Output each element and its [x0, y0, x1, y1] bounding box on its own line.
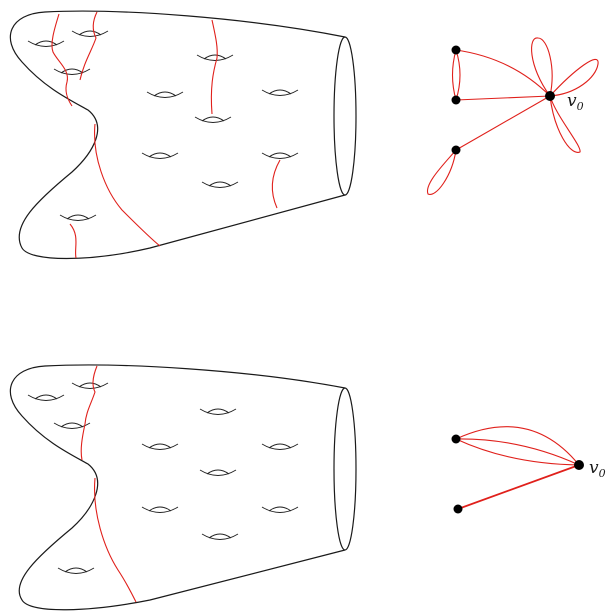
graph-vertex [451, 45, 461, 55]
graph-edge [455, 438, 580, 466]
handle-icon [194, 116, 232, 123]
handle-icon [141, 443, 179, 450]
graph-edge [455, 49, 551, 97]
vertex-label-sub: 0 [599, 467, 606, 480]
bottom-boundary-circle [333, 387, 357, 551]
graph-edge [455, 438, 580, 466]
bottom-curve-1 [80, 365, 98, 461]
graph-edge [455, 426, 580, 466]
handle-icon [27, 394, 65, 401]
graph-edge [451, 49, 457, 101]
top-graph: v0 [427, 37, 599, 195]
graph-loop [549, 58, 599, 97]
handle-icon [57, 567, 95, 574]
top-surface-outline [9, 10, 346, 260]
top-boundary-circle [333, 36, 357, 196]
graph-loop [531, 37, 553, 97]
vertex-label-sub: 0 [577, 100, 584, 113]
handle-icon [261, 506, 299, 513]
bottom-surface-outline [9, 364, 346, 611]
graph-edge [457, 464, 580, 510]
handle-icon [199, 408, 237, 415]
graph-edge [455, 95, 551, 151]
vertex-label-v: v [589, 458, 599, 478]
graph-vertex-v0 [545, 91, 555, 101]
graph-vertex-v0 [574, 460, 584, 470]
graph-vertex [451, 95, 461, 105]
handle-icon [196, 54, 234, 61]
handle-icon [146, 91, 184, 98]
graph-vertex [451, 145, 461, 155]
handle-icon [201, 533, 239, 540]
handle-icon [27, 40, 65, 47]
graph-loop [549, 95, 581, 153]
top-curve-4 [210, 19, 218, 115]
top-curve-2 [79, 11, 98, 81]
graph-edge [455, 95, 551, 101]
handle-icon [53, 68, 91, 75]
handle-icon [201, 181, 239, 188]
handle-icon [261, 152, 299, 159]
handle-icon [141, 152, 179, 159]
svg-text:v0: v0 [567, 91, 584, 113]
graph-vertex [453, 504, 463, 514]
bottom-graph: v0 [451, 426, 606, 514]
top-curve-3 [94, 123, 161, 247]
top-curve-5 [69, 223, 77, 259]
bottom-surface-panel: v0 [9, 364, 606, 611]
handle-icon [141, 506, 179, 513]
handle-icon [59, 214, 97, 221]
svg-text:v0: v0 [589, 458, 606, 480]
top-surface-panel: v0 [9, 10, 599, 260]
top-curve-6 [271, 159, 281, 209]
top-curve-1 [51, 13, 73, 107]
handle-icon [261, 89, 299, 96]
handle-icon [261, 443, 299, 450]
handle-icon [199, 469, 237, 476]
handle-icon [71, 382, 109, 389]
vertex-label-v: v [567, 91, 577, 111]
bottom-curve-2 [93, 477, 137, 603]
graph-loop [427, 149, 457, 195]
graph-edge [455, 49, 461, 101]
handle-icon [71, 30, 109, 37]
graph-vertex [451, 434, 461, 444]
